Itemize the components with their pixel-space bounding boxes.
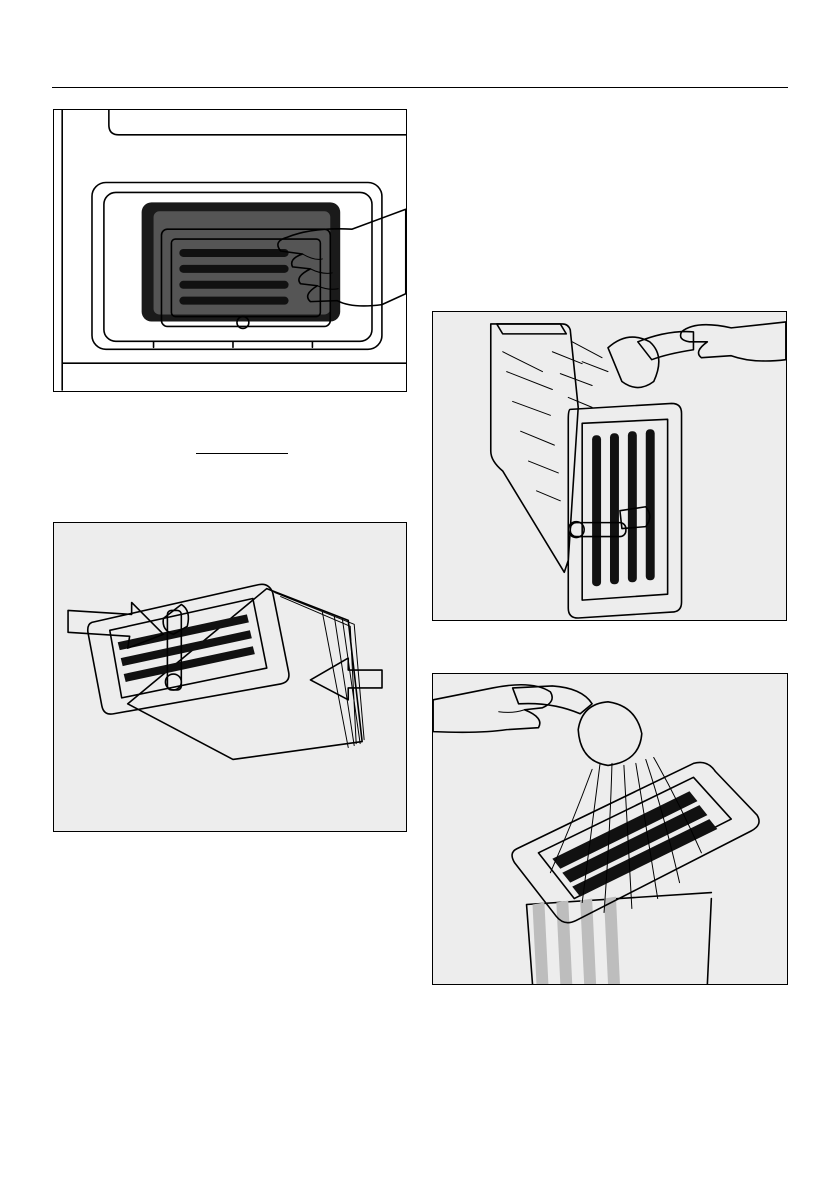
top-rule <box>52 87 788 88</box>
remove-filter-illustration <box>54 110 406 391</box>
rinse-top-illustration <box>433 674 787 984</box>
figure-remove-filter <box>53 109 407 392</box>
figure-filter-arrows <box>53 522 407 832</box>
rinse-side-illustration <box>433 312 786 620</box>
figure-rinse-side <box>432 311 787 621</box>
filter-arrows-illustration <box>54 523 406 831</box>
short-rule <box>196 453 288 454</box>
figure-rinse-top <box>432 673 788 985</box>
